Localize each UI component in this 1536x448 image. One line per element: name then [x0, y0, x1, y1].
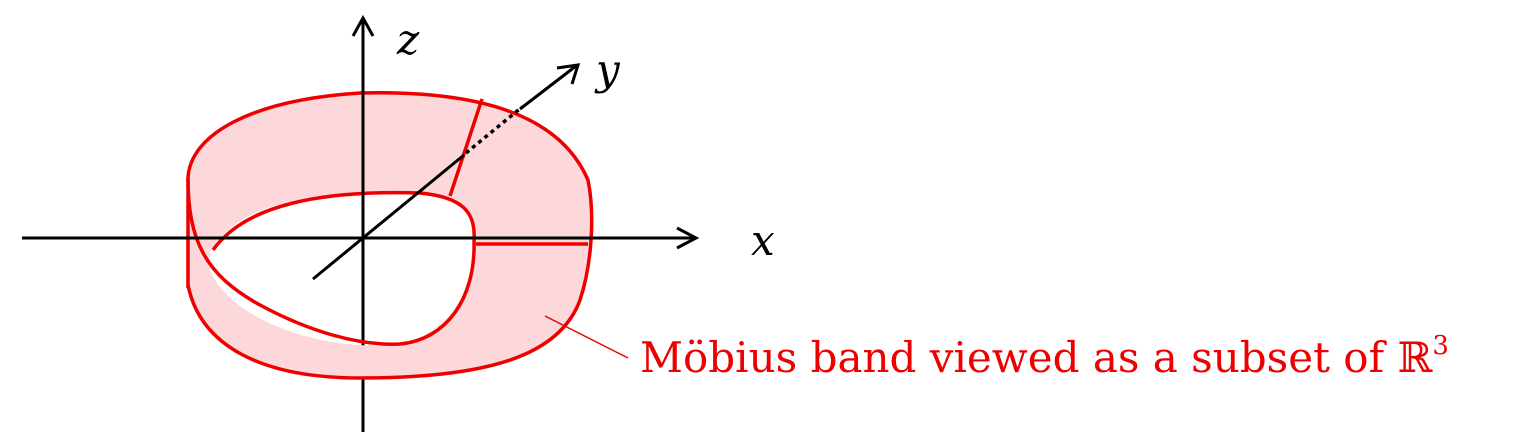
- caption-text: Möbius band viewed as a subset of ℝ3: [640, 331, 1449, 382]
- band-outer-edge: [186, 91, 594, 380]
- caption-superscript: 3: [1432, 331, 1449, 361]
- z-axis-arrowhead: [351, 14, 375, 37]
- mobius-band-surface: [188, 92, 592, 378]
- band-cross-section-back: [448, 98, 484, 197]
- caption-main: Möbius band viewed as a subset of ℝ: [640, 333, 1433, 382]
- y-axis-outer-segment: [519, 64, 577, 111]
- x-axis-label: x: [751, 216, 775, 265]
- x-axis-arrowhead: [676, 226, 700, 250]
- band-inner-lower-edge: [186, 177, 476, 346]
- y-axis-label: y: [594, 45, 621, 94]
- y-axis-line: [312, 153, 465, 281]
- z-axis-label: z: [396, 15, 420, 64]
- band-inner-upper-edge: [211, 190, 476, 252]
- y-axis-arrowhead: [556, 63, 581, 85]
- caption-leader-line: [544, 315, 629, 359]
